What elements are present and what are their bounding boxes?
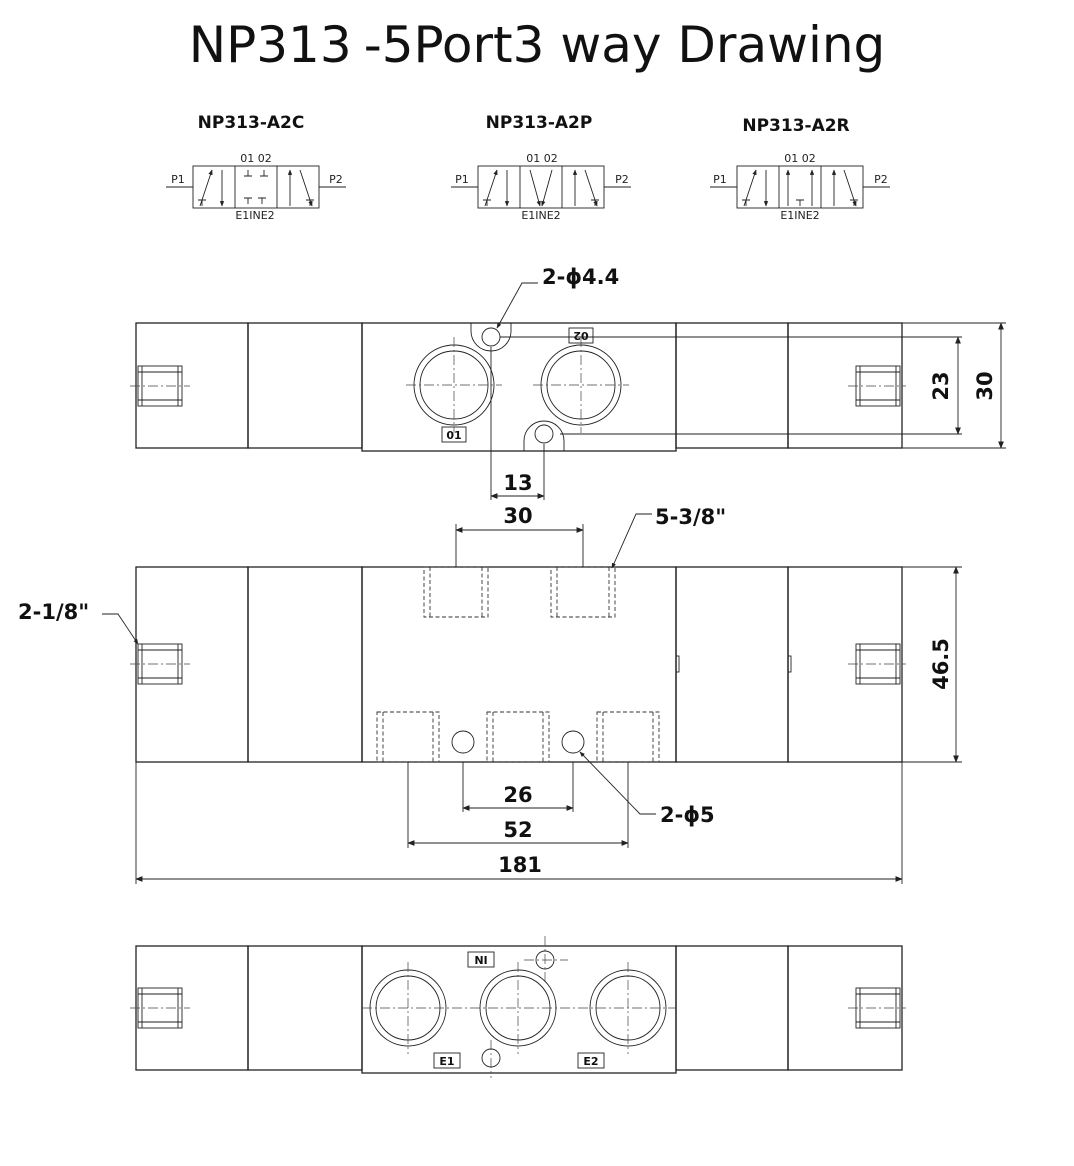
port-label-02: 02 <box>573 329 588 342</box>
symbol-bottom-ports: E1INE2 <box>521 209 560 222</box>
symbol-a2r: NP313-A2R 01 02 P1 P2 E1INE2 <box>710 116 890 222</box>
port-label-e1: E1 <box>439 1055 454 1068</box>
dim-height: 46.5 <box>929 638 953 690</box>
top-view: 01 02 2-ϕ4.4 23 30 13 <box>130 265 1006 500</box>
symbol-port-right: P2 <box>874 173 888 186</box>
bottom-view: IN E1 E2 <box>130 936 906 1078</box>
symbol-port-right: P2 <box>329 173 343 186</box>
symbol-port-left: P1 <box>171 173 185 186</box>
symbol-model-label: NP313-A2R <box>742 116 849 136</box>
mount-hole-callout: 2-ϕ4.4 <box>542 265 619 289</box>
port-label-01: 01 <box>446 429 461 442</box>
symbol-top-ports: 01 02 <box>784 152 816 165</box>
symbol-a2p: NP313-A2P 01 02 P1 P2 E1INE2 <box>451 113 631 222</box>
title-part-number: NP313 <box>189 16 352 74</box>
dim-width-outer: 30 <box>973 371 997 400</box>
dim-overall-length: 181 <box>498 853 542 877</box>
symbol-port-left: P1 <box>455 173 469 186</box>
dim-hole-spacing: 13 <box>503 471 532 495</box>
symbol-model-label: NP313-A2C <box>198 113 305 133</box>
holes-callout: 2-ϕ5 <box>660 803 715 827</box>
dim-upper-port-pitch: 30 <box>503 504 532 528</box>
pilot-ports-callout: 2-1/8" <box>18 600 89 624</box>
symbol-bottom-ports: E1INE2 <box>780 209 819 222</box>
port-label-in: IN <box>474 953 487 966</box>
dim-hole-pitch: 26 <box>503 783 532 807</box>
front-view: 30 5-3/8" 2-1/8" 46.5 26 2-ϕ5 52 181 <box>18 504 962 884</box>
symbol-port-right: P2 <box>615 173 629 186</box>
symbol-bottom-ports: E1INE2 <box>235 209 274 222</box>
port-label-e2: E2 <box>583 1055 598 1068</box>
symbol-top-ports: 01 02 <box>240 152 272 165</box>
symbol-port-left: P1 <box>713 173 727 186</box>
dim-outer-port-pitch: 52 <box>503 818 532 842</box>
title-description: -5Port3 way Drawing <box>364 16 886 74</box>
upper-ports-callout: 5-3/8" <box>655 505 726 529</box>
dim-width-inner: 23 <box>929 371 953 400</box>
drawing-title: NP313-5Port3 way Drawing <box>189 16 886 74</box>
symbol-a2c: NP313-A2C 01 02 P1 P2 E1INE2 <box>166 113 346 222</box>
symbol-model-label: NP313-A2P <box>486 113 593 133</box>
symbol-top-ports: 01 02 <box>526 152 558 165</box>
